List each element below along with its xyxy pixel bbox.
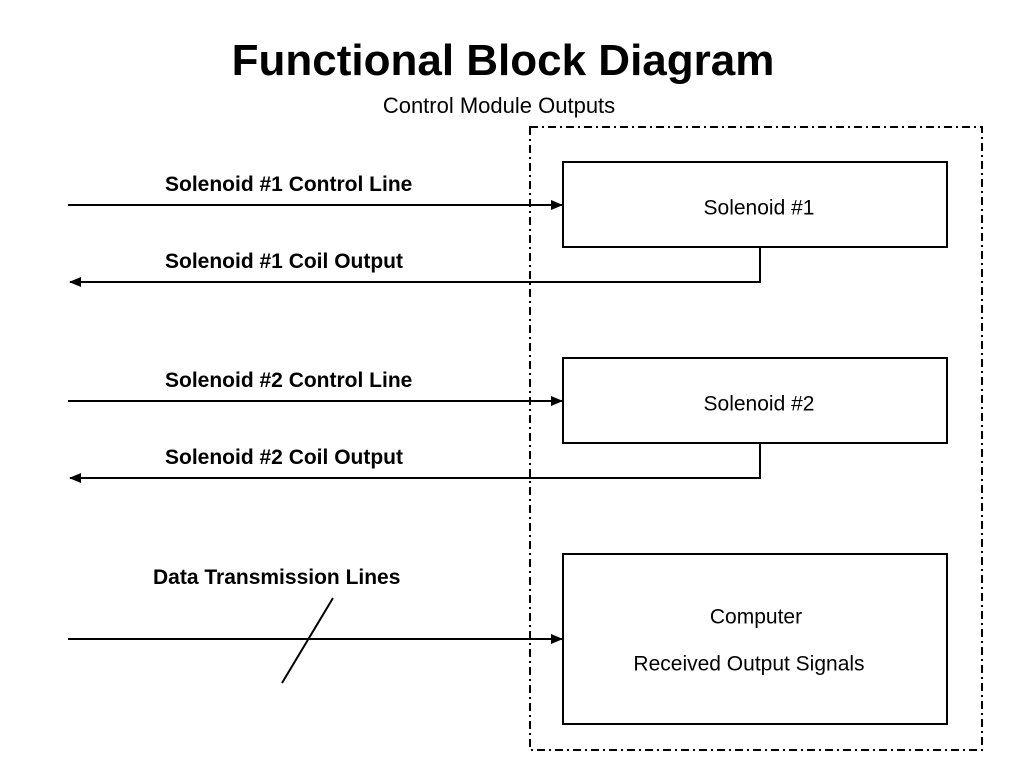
diagram-title: Functional Block Diagram <box>231 36 775 85</box>
solenoid-2-control-label: Solenoid #2 Control Line <box>165 369 412 392</box>
solenoid-1-coil-arrow <box>69 247 761 287</box>
data-transmission-label: Data Transmission Lines <box>153 566 400 589</box>
diagram-subtitle: Control Module Outputs <box>382 93 616 118</box>
solenoid-1-control-label: Solenoid #1 Control Line <box>165 173 412 196</box>
solenoid-2-label: Solenoid #2 <box>704 393 815 416</box>
solenoid-2-coil-label: Solenoid #2 Coil Output <box>165 446 403 469</box>
computer-sublabel: Received Output Signals <box>633 653 864 676</box>
solenoid-1-block <box>562 161 948 248</box>
solenoid-1-label: Solenoid #1 <box>704 197 815 220</box>
computer-block <box>562 553 948 725</box>
module-boundary <box>529 126 983 751</box>
solenoid-2-coil-arrow <box>69 443 761 483</box>
bus-slash-mark <box>281 597 334 684</box>
solenoid-2-block <box>562 357 948 444</box>
computer-label: Computer <box>710 606 802 629</box>
solenoid-1-coil-label: Solenoid #1 Coil Output <box>165 250 403 273</box>
